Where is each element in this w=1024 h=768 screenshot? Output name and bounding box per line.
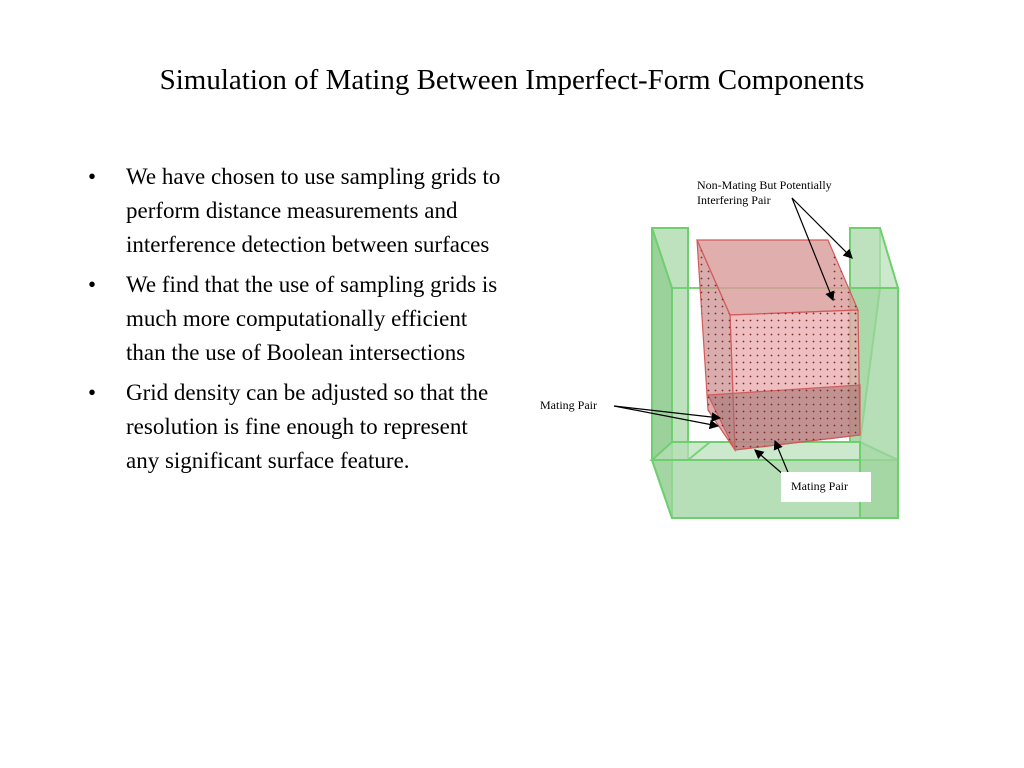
bullet-text: We find that the use of sampling grids i… [126,272,498,365]
block [696,239,861,453]
block-grid-left [697,240,735,450]
arrow-mating-left-1 [613,405,722,422]
slide-title: Simulation of Mating Between Imperfect-F… [159,64,865,96]
bullet-list: • We have chosen to use sampling grids t… [84,160,504,484]
arrow-nonmating-to-block [791,197,835,302]
label-non-mating: Non-Mating But Potentially Interfering P… [697,178,832,208]
label-mating-left: Mating Pair [540,398,597,412]
block-grid-right [828,240,860,435]
housing-right-wall-top [849,227,900,289]
bullet-text: Grid density can be adjusted so that the… [126,380,489,473]
arrow-nonmating-to-right-wall [791,197,853,259]
bullet-icon: • [88,380,97,405]
bullet-icon: • [88,164,97,189]
bullet-icon: • [88,272,97,297]
mating-diagram: Non-Mating But Potentially Interfering P… [530,170,910,530]
label-mating-bottom: Mating Pair [781,472,871,502]
label-non-mating-line1: Non-Mating But Potentially [697,178,832,192]
housing-back-edge [687,441,711,461]
bullet-item: • Grid density can be adjusted so that t… [84,376,504,478]
bullet-text: We have chosen to use sampling grids to … [126,164,501,257]
bullet-item: • We find that the use of sampling grids… [84,268,504,370]
block-grid-front [730,310,860,450]
mating-diagram-svg [613,197,900,519]
bullet-item: • We have chosen to use sampling grids t… [84,160,504,262]
arrow-mating-left-2 [613,405,720,430]
label-non-mating-line2: Interfering Pair [697,193,771,207]
